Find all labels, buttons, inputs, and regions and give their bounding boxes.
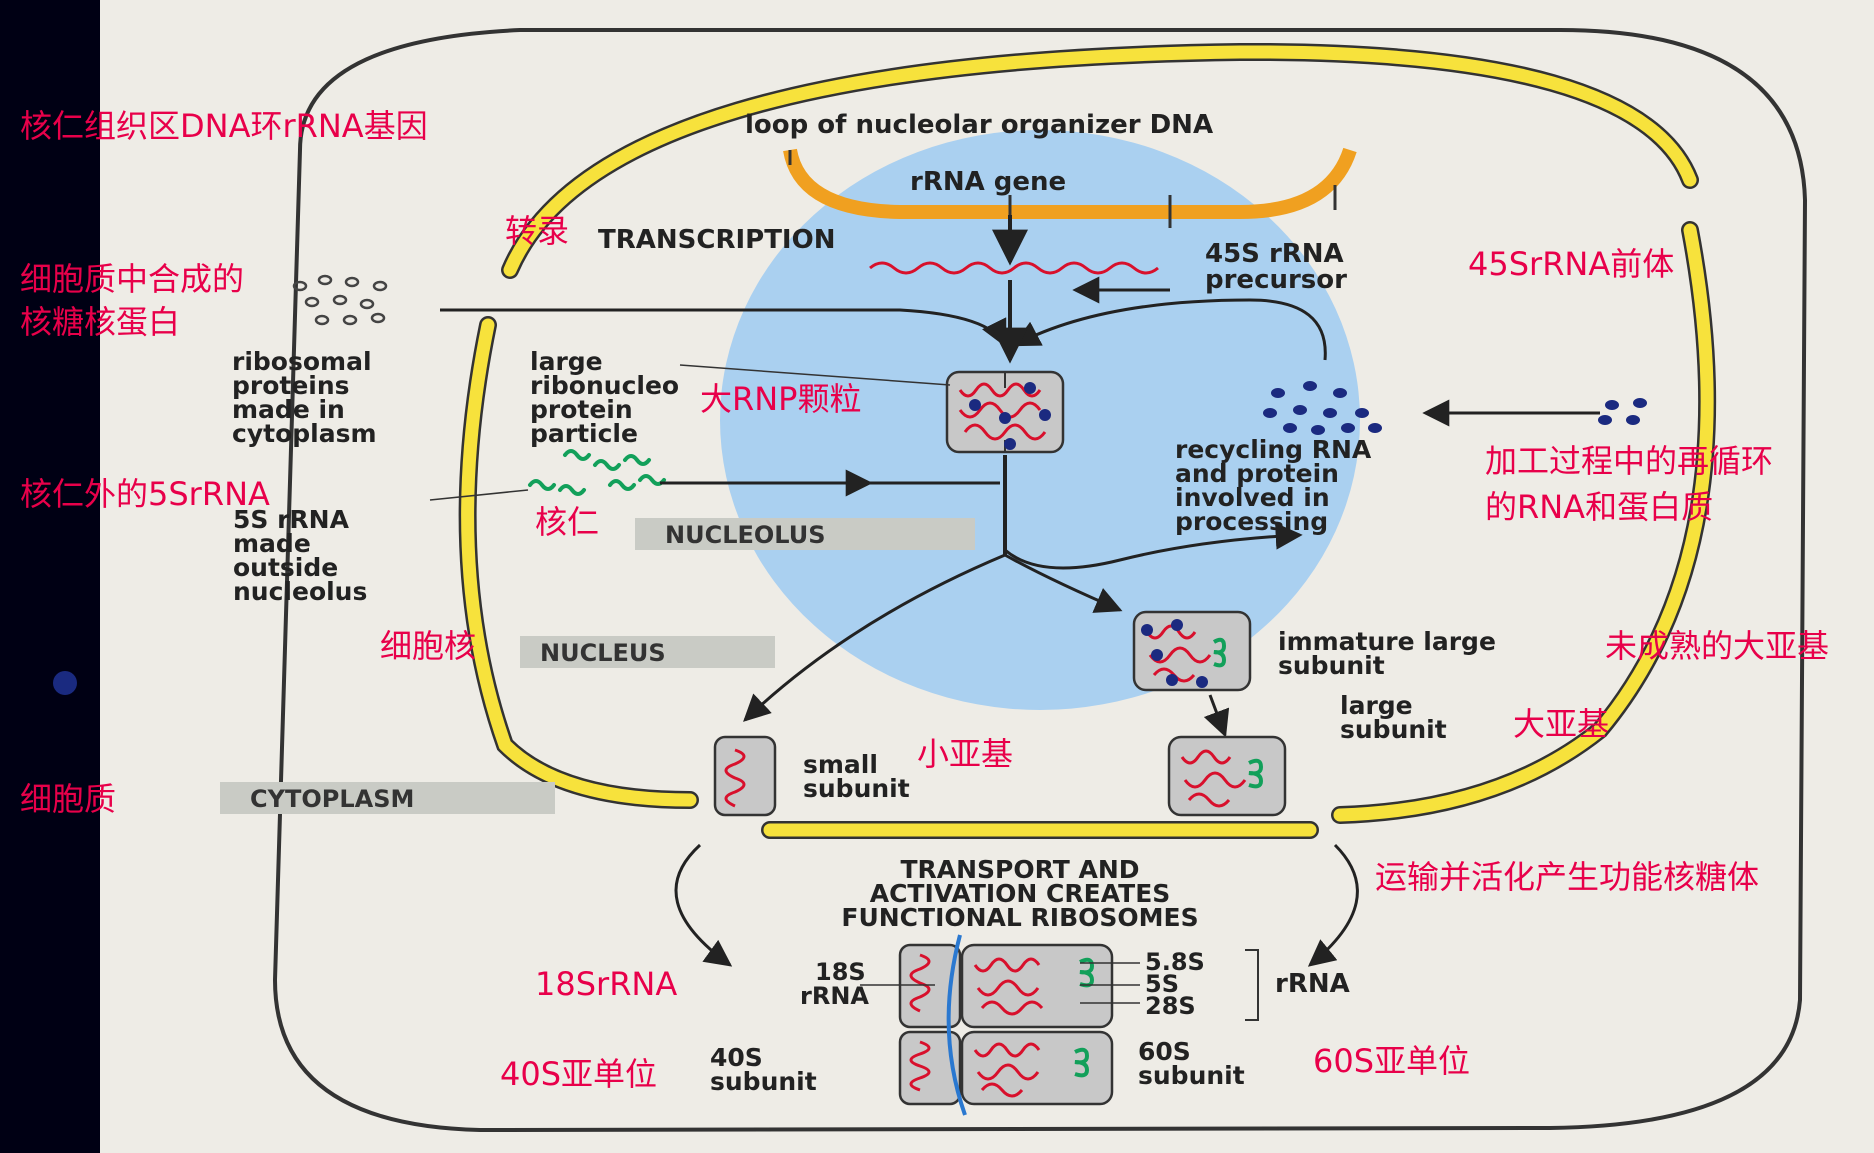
annotation-dna-loop: 核仁组织区DNA环rRNA基因	[20, 107, 428, 145]
transport-line-1: TRANSPORT AND	[900, 855, 1139, 884]
functional-ribosome-subunits	[898, 1030, 1114, 1106]
transport-line-2: ACTIVATION CREATES	[870, 879, 1171, 908]
annotation-large-subunit: 大亚基	[1513, 705, 1609, 743]
nucleolus-label-box	[635, 518, 975, 550]
ribosomal-proteins-line-4: cytoplasm	[232, 419, 377, 448]
nucleus-label-box	[520, 636, 775, 668]
immature-large-line-2: subunit	[1278, 651, 1385, 680]
cell-membrane-outline	[272, 28, 1808, 1133]
nucleus-label: NUCLEUS	[540, 639, 666, 667]
nucleolar-organizer-dna-loop	[783, 147, 1357, 219]
transcription-label: TRANSCRIPTION	[598, 225, 835, 255]
large-subunit-line-1: large	[1340, 691, 1413, 720]
maturation-arrow	[1203, 694, 1230, 738]
nuclear-envelope-top	[503, 45, 1697, 277]
cytoplasmic-ribosomal-proteins	[292, 274, 388, 326]
annotation-outside-5s: 核仁外的5SrRNA	[20, 475, 270, 513]
rnp-pointer	[679, 364, 951, 386]
small-subunit	[713, 735, 777, 817]
slide-left-band	[0, 0, 100, 1153]
recycling-line-2: and protein	[1175, 459, 1339, 488]
large-rnp-particle	[945, 370, 1065, 454]
rrna-5s-squiggles	[528, 449, 666, 496]
slide-bullet-dot	[53, 671, 77, 695]
to-small-subunit-arrow	[743, 553, 1006, 722]
recycling-return-arrow	[1004, 522, 1303, 570]
precursor-45s-rna	[869, 261, 1159, 275]
subunit60s-line-1: 60S	[1138, 1037, 1191, 1066]
recycling-line-4: processing	[1175, 507, 1328, 536]
rrna-bracket	[1245, 949, 1259, 1021]
annotation-small-subunit: 小亚基	[917, 735, 1013, 773]
rrna5s-line-2: made	[233, 529, 311, 558]
cytoplasm-dots-right	[1598, 398, 1647, 425]
annotation-nucleolus: 核仁	[535, 503, 599, 541]
transport-arrow-right	[1307, 843, 1359, 967]
cytoplasm-label: CYTOPLASM	[250, 785, 414, 813]
nuclear-envelope-right	[1333, 223, 1714, 822]
immature-large-line-1: immature large	[1278, 627, 1496, 656]
large-subunit-line-2: subunit	[1340, 715, 1447, 744]
rrna5s-pointer	[429, 489, 529, 501]
recycling-merge-arrow	[1012, 298, 1327, 361]
large-rnp-line-3: protein	[530, 395, 633, 424]
rrna28s-label: 28S	[1145, 992, 1196, 1020]
annotation-nucleus: 细胞核	[380, 627, 476, 665]
annotation-cytoplasm: 细胞质	[20, 780, 116, 818]
recycling-line-1: recycling RNA	[1175, 435, 1372, 464]
immature-large-subunit	[1132, 610, 1252, 692]
annotation-rrna-18s: 18SrRNA	[535, 965, 677, 1003]
subunit60s-line-2: subunit	[1138, 1061, 1245, 1090]
nuclear-envelope-left	[461, 318, 697, 807]
transport-line-3: FUNCTIONAL RIBOSOMES	[841, 903, 1198, 932]
annotation-precursor: 45SrRNA前体	[1468, 245, 1674, 283]
transport-arrow-left	[674, 843, 733, 967]
loop-dna-label: loop of nucleolar organizer DNA	[745, 110, 1213, 140]
subunit40s-line-1: 40S	[710, 1043, 763, 1072]
small-subunit-line-1: small	[803, 750, 878, 779]
rrna5s-line-4: nucleolus	[233, 577, 367, 606]
functional-ribosome-rrna	[898, 943, 1114, 1029]
ribosomal-proteins-line-3: made in	[232, 395, 345, 424]
precursor-label-1: 45S rRNA	[1205, 239, 1344, 269]
recycling-rna-protein-dots	[1263, 381, 1382, 435]
subunit40s-line-2: subunit	[710, 1067, 817, 1096]
rrna-bracket-label: rRNA	[1275, 969, 1350, 999]
ribosomal-proteins-line-1: ribosomal	[232, 347, 372, 376]
annotation-large-rnp: 大RNP颗粒	[700, 380, 861, 418]
rrna5s-short-label: 5S	[1145, 970, 1179, 998]
annotation-transcription: 转录	[505, 212, 569, 250]
annotation-transport: 运输并活化产生功能核糖体	[1375, 858, 1759, 896]
rrna-gene-label: rRNA gene	[910, 167, 1066, 197]
rrna58s-label: 5.8S	[1145, 948, 1205, 976]
annotation-proteins-line-1: 细胞质中合成的	[20, 260, 244, 298]
cytoplasm-label-box	[220, 782, 555, 814]
annotation-recycling-line-2: 的RNA和蛋白质	[1485, 488, 1713, 526]
nucleolus-label: NUCLEOLUS	[665, 521, 826, 549]
to-immature-arrow	[1004, 553, 1123, 613]
large-rnp-line-4: particle	[530, 419, 638, 448]
rrna5s-line-1: 5S rRNA	[233, 505, 350, 534]
rrna18s-line-2: rRNA	[800, 982, 869, 1010]
annotation-proteins-line-2: 核糖核蛋白	[20, 303, 180, 341]
annotation-immature: 未成熟的大亚基	[1605, 627, 1829, 665]
recycling-line-3: involved in	[1175, 483, 1330, 512]
ribosomal-proteins-line-2: proteins	[232, 371, 350, 400]
small-subunit-line-2: subunit	[803, 774, 910, 803]
annotation-60s: 60S亚单位	[1313, 1042, 1470, 1080]
large-rnp-line-1: large	[530, 347, 603, 376]
large-rnp-line-2: ribonucleo	[530, 371, 679, 400]
mrna-strand	[946, 934, 967, 1116]
annotation-40s: 40S亚单位	[500, 1055, 657, 1093]
precursor-label-2: precursor	[1205, 265, 1347, 295]
rrna5s-line-3: outside	[233, 553, 338, 582]
rrna18s-line-1: 18S	[815, 958, 866, 986]
large-subunit	[1167, 735, 1287, 817]
annotation-recycling-line-1: 加工过程中的再循环	[1485, 442, 1773, 480]
